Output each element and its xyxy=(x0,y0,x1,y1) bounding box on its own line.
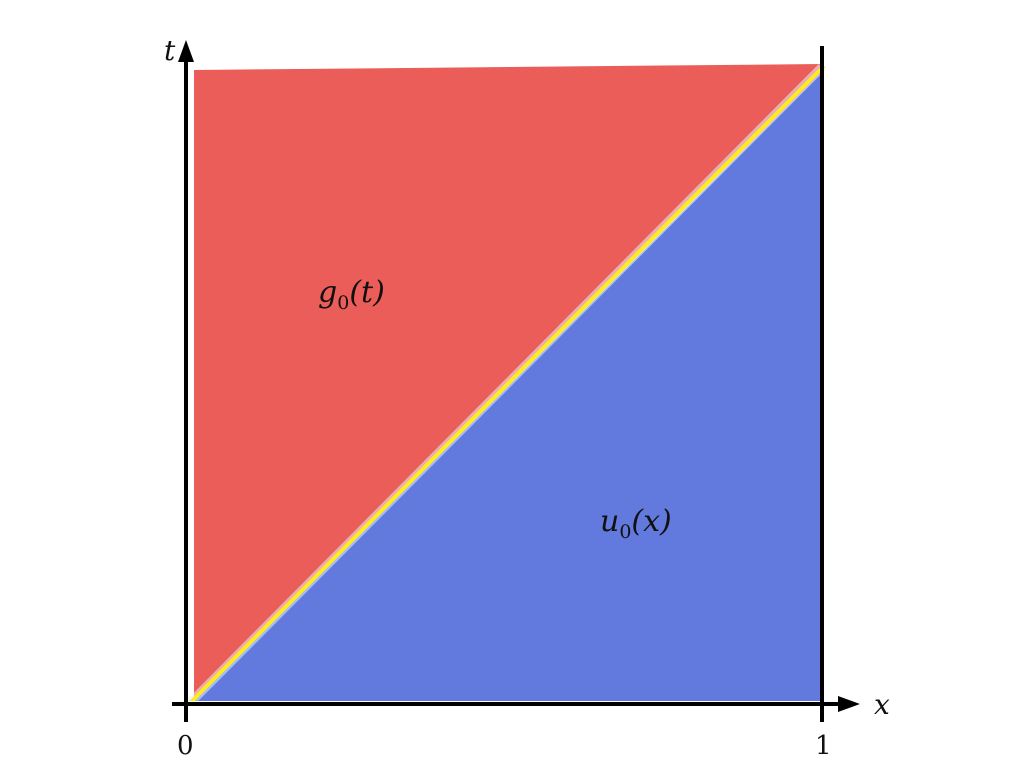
boundary-line xyxy=(188,64,826,705)
upper-label-arg: (t) xyxy=(349,275,384,310)
lower-label-sub: 0 xyxy=(619,521,631,543)
t-axis-label: t xyxy=(164,34,176,67)
x-tick-label-0: 0 xyxy=(177,731,194,761)
lower-region-label: u0(x) xyxy=(600,504,672,543)
t-axis-arrowhead xyxy=(178,40,194,62)
x-tick-label-1: 1 xyxy=(815,731,832,761)
x-axis-label: x xyxy=(874,688,890,721)
x-axis-arrowhead xyxy=(838,696,860,712)
upper-label-sub: 0 xyxy=(337,292,349,314)
lower-label-arg: (x) xyxy=(631,504,671,539)
upper-region-label: g0(t) xyxy=(318,275,385,314)
upper-label-main: g xyxy=(318,275,337,310)
lower-label-main: u xyxy=(600,504,619,539)
